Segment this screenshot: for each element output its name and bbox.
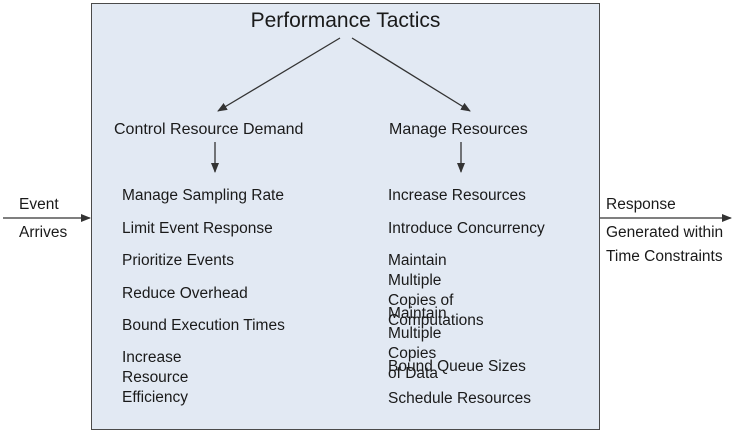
left-tactic-item: Reduce Overhead [122, 285, 248, 302]
left-column-heading: Control Resource Demand [114, 121, 304, 138]
right-column-heading: Manage Resources [389, 121, 528, 138]
left-tactic-item: Increase Resource Efficiency [122, 349, 189, 406]
right-tactic-item: Increase Resources [388, 187, 526, 204]
diagram-title: Performance Tactics [250, 9, 441, 32]
time-constraints-label: Time Constraints [606, 248, 723, 265]
right-tactic-item: Bound Queue Sizes [388, 358, 526, 375]
right-tactic-item: Introduce Concurrency [388, 220, 545, 237]
right-tactic-item: Maintain Multiple Copies of Computations [388, 252, 484, 329]
performance-tactics-box [91, 3, 600, 430]
right-tactic-item: Schedule Resources [388, 390, 532, 407]
left-tactic-item: Bound Execution Times [122, 317, 285, 334]
title-to-left-heading-arrow [217, 37, 341, 112]
left-tactic-item: Manage Sampling Rate [122, 187, 284, 204]
left-tactic-item: Prioritize Events [122, 252, 234, 269]
response-label: Response [606, 196, 676, 213]
right-tactic-item: Maintain Multiple Copies of Data [388, 305, 447, 382]
generated-within-label: Generated within [606, 224, 724, 241]
arrives-label: Arrives [19, 224, 68, 241]
title-to-right-heading-arrow [351, 37, 471, 112]
left-tactic-item: Limit Event Response [122, 220, 273, 237]
event-label: Event [19, 196, 59, 213]
